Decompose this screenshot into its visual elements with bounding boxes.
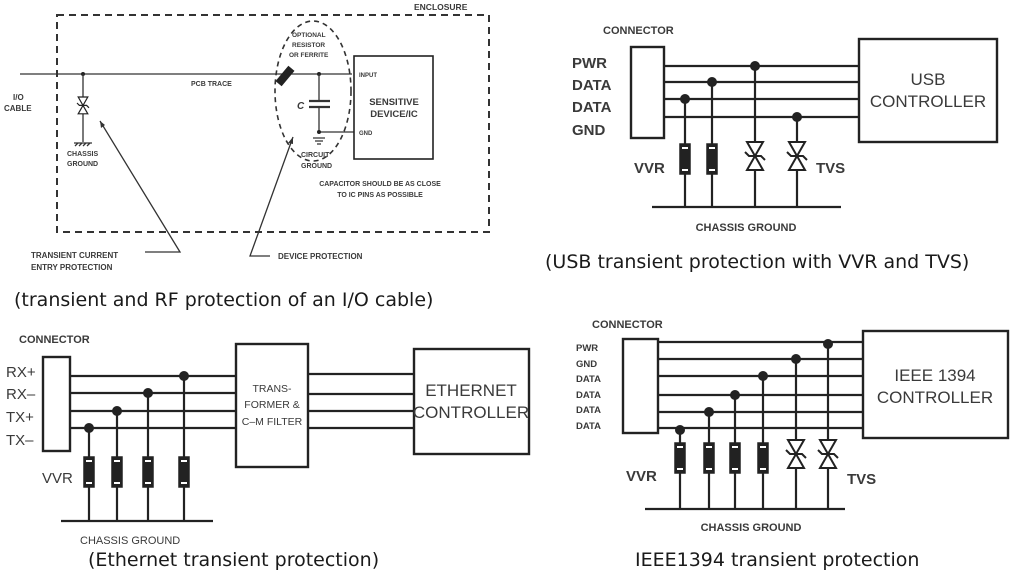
usb-pin-gnd: GND <box>572 122 606 139</box>
ieee-connector-box <box>621 337 660 435</box>
filter-label-3: C–M FILTER <box>242 416 303 428</box>
vvr-icon <box>729 442 741 474</box>
callout-entry-arrow <box>99 120 182 253</box>
usb-controller-box <box>857 37 999 144</box>
vvr-icon <box>674 442 686 474</box>
callout-entry-label-1: TRANSIENT CURRENT <box>31 251 118 260</box>
eth-pin-rxn: RX– <box>6 386 36 403</box>
eth-controller-label-2: CONTROLLER <box>413 403 529 422</box>
eth-ground-label: CHASSIS GROUND <box>80 535 180 547</box>
eth-controller-label-1: ETHERNET <box>425 381 517 400</box>
eth-vvr-label: VVR <box>42 470 73 487</box>
ieee-ground-label: CHASSIS GROUND <box>701 522 802 534</box>
ieee-connector-label: CONNECTOR <box>592 319 663 331</box>
arrowhead-icon <box>100 121 105 128</box>
io-cable-label-1: I/O <box>13 93 24 102</box>
panel-io-cable: ENCLOSURE I/O CABLE PCB TRACE CHASSIS GR… <box>4 2 490 311</box>
chassis-ground-label-2: GROUND <box>67 161 98 168</box>
usb-pin-pwr: PWR <box>572 55 607 72</box>
vvr-icon <box>178 456 190 488</box>
vvr-icon <box>142 456 154 488</box>
caption-usb: (USB transient protection with VVR and T… <box>545 251 969 273</box>
ieee-controller-label-1: IEEE 1394 <box>894 366 975 385</box>
usb-connector-box <box>629 45 666 140</box>
ferrite-icon <box>275 65 295 87</box>
gnd-pin-label: GND <box>359 131 373 137</box>
input-pin-label: INPUT <box>359 73 377 79</box>
usb-pin-data1: DATA <box>572 77 612 94</box>
ieee-vvr-label: VVR <box>626 468 657 485</box>
usb-tvs-label: TVS <box>816 160 845 177</box>
device-protection-ellipse <box>274 20 352 162</box>
vvr-icon <box>679 143 691 175</box>
sensitive-device-box <box>353 55 434 160</box>
chassis-ground-icon <box>74 142 92 147</box>
callout-entry-label-2: ENTRY PROTECTION <box>31 263 113 272</box>
vvr-icon <box>83 456 95 488</box>
eth-branches <box>83 371 190 521</box>
callout-device-label: DEVICE PROTECTION <box>278 252 363 261</box>
vvr-icon <box>111 456 123 488</box>
callout-device-arrow <box>249 136 294 257</box>
device-label-2: DEVICE/IC <box>370 109 418 120</box>
vvr-icon <box>706 143 718 175</box>
tvs-diode-icon <box>786 141 808 171</box>
usb-connector-label: CONNECTOR <box>603 25 674 37</box>
eth-pin-rxp: RX+ <box>6 364 36 381</box>
filter-label-2: FORMER & <box>244 399 299 411</box>
usb-pin-data2: DATA <box>572 99 612 116</box>
usb-controller-label-1: USB <box>911 70 946 89</box>
tvs-diode-icon <box>76 96 90 115</box>
filter-label-1: TRANS- <box>252 383 292 395</box>
capacitor-note-1: CAPACITOR SHOULD BE AS CLOSE <box>319 181 441 188</box>
usb-branches <box>679 61 808 207</box>
transformer-filter-box <box>234 342 310 469</box>
arrowhead-icon <box>288 137 293 144</box>
panel-ethernet: CONNECTOR RX+ RX– TX+ TX– TRANS- FORMER … <box>6 334 531 571</box>
vvr-icon <box>703 442 715 474</box>
panel-ieee1394: CONNECTOR PWR GND DATA DATA DATA DATA IE… <box>576 319 1010 571</box>
ieee-pin-data3: DATA <box>576 405 601 416</box>
ieee-pin-data4: DATA <box>576 421 601 432</box>
tvs-diode-icon <box>785 439 807 469</box>
ieee-pin-pwr: PWR <box>576 343 598 354</box>
usb-ground-label: CHASSIS GROUND <box>696 222 797 234</box>
tvs-diode-icon <box>817 439 839 469</box>
panel-usb: CONNECTOR PWR DATA DATA GND USB CONTROLL… <box>545 25 999 273</box>
io-cable-label-2: CABLE <box>4 104 32 113</box>
circuit-ground-label-1: CIRCUIT <box>301 152 330 159</box>
caption-io-cable: (transient and RF protection of an I/O c… <box>14 289 433 311</box>
pcb-trace-label: PCB TRACE <box>191 81 232 88</box>
vvr-icon <box>757 442 769 474</box>
ieee-tvs-label: TVS <box>847 471 876 488</box>
enclosure-label: ENCLOSURE <box>414 2 468 12</box>
chassis-ground-label-1: CHASSIS <box>67 151 98 158</box>
circuit-ground-label-2: GROUND <box>301 163 332 170</box>
ieee-pin-gnd: GND <box>576 359 597 370</box>
optional-label-3: OR FERRITE <box>289 52 329 59</box>
junction-dot <box>317 130 321 134</box>
caption-ethernet: (Ethernet transient protection) <box>88 549 379 571</box>
device-label-1: SENSITIVE <box>369 97 419 108</box>
capacitor-note-2: TO IC PINS AS POSSIBLE <box>337 192 423 199</box>
optional-label-2: RESISTOR <box>292 42 325 49</box>
ethernet-controller-box <box>412 347 531 456</box>
ieee-branches <box>674 339 839 509</box>
ieee-pin-data2: DATA <box>576 390 601 401</box>
circuit-ground-icon <box>313 137 325 145</box>
usb-controller-label-2: CONTROLLER <box>870 92 986 111</box>
ieee-controller-label-2: CONTROLLER <box>877 388 993 407</box>
eth-connector-label: CONNECTOR <box>19 334 90 346</box>
eth-pin-txn: TX– <box>6 432 34 449</box>
capacitor-label: C <box>297 101 305 112</box>
eth-connector-box <box>41 355 72 453</box>
eth-pin-txp: TX+ <box>6 409 34 426</box>
ieee-pin-data1: DATA <box>576 374 601 385</box>
ieee-controller-box <box>861 329 1010 440</box>
tvs-diode-icon <box>744 141 766 171</box>
enclosure-border <box>56 14 490 233</box>
optional-label-1: OPTIONAL <box>292 32 326 39</box>
caption-ieee1394: IEEE1394 transient protection <box>635 549 919 571</box>
usb-vvr-label: VVR <box>634 160 665 177</box>
